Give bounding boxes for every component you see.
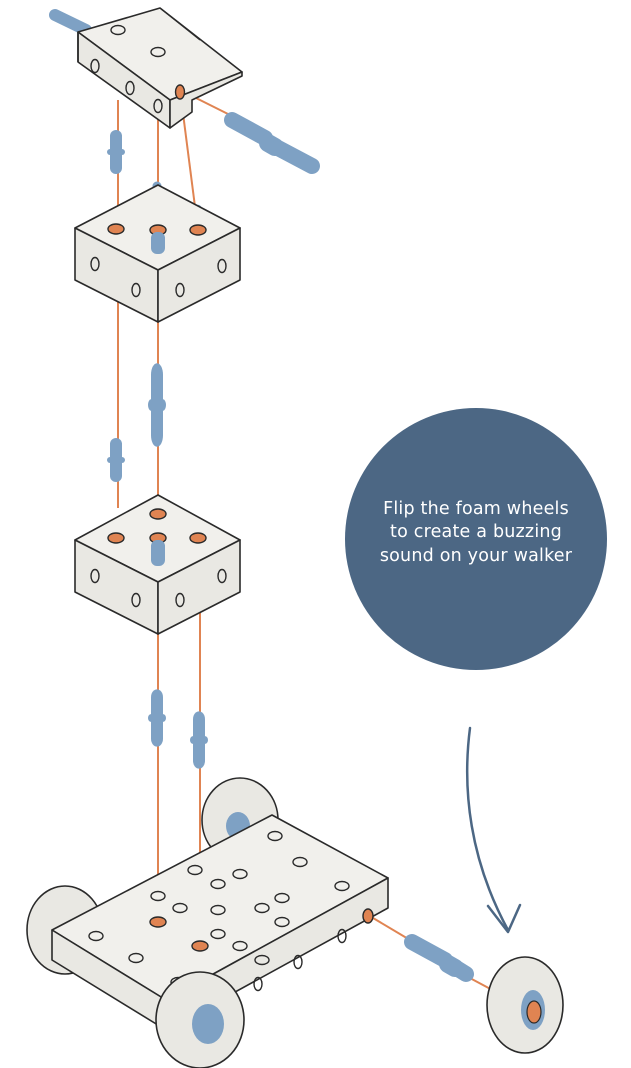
tip-callout-text: Flip the foam wheels to create a buzzing… — [379, 498, 573, 566]
connector-peg-icon — [107, 130, 125, 174]
curved-arrow-icon — [465, 726, 522, 934]
foam-wheel-icon — [155, 971, 245, 1068]
axle-icon — [49, 9, 92, 36]
axle-icon — [404, 934, 474, 982]
middle-block-lower — [74, 494, 241, 635]
foam-wheel-icon — [486, 956, 564, 1054]
tip-callout: Flip the foam wheels to create a buzzing… — [345, 408, 607, 670]
axle-icon — [224, 112, 320, 174]
connector-peg-icon — [148, 363, 166, 447]
connector-peg-icon — [148, 689, 166, 747]
base-chassis — [26, 777, 389, 1068]
connector-peg-icon — [107, 438, 125, 482]
middle-block-upper — [74, 184, 241, 323]
top-block — [49, 7, 243, 129]
connector-peg-icon — [190, 711, 208, 769]
